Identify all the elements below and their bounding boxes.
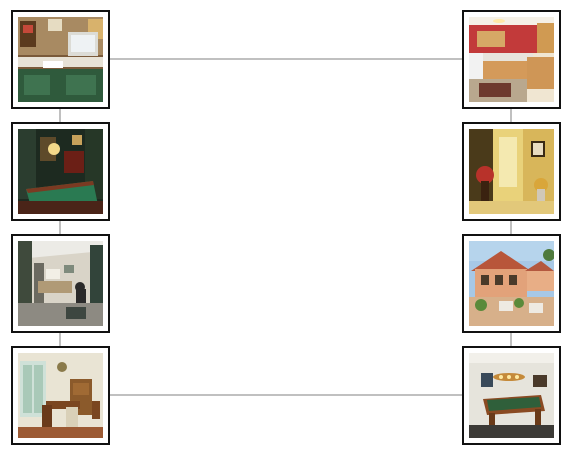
thumbnail-patio[interactable] (462, 234, 561, 333)
thumbnail-billiard-den[interactable] (11, 122, 110, 221)
thumbnail-game-room[interactable] (462, 346, 561, 445)
hallway-photo-icon (469, 129, 554, 214)
home-office-photo-icon (18, 17, 103, 102)
thumbnail-hallway[interactable] (462, 122, 561, 221)
dining-room-photo-icon (18, 353, 103, 438)
kitchen-photo-icon (469, 17, 554, 102)
thumbnail-office[interactable] (11, 10, 110, 109)
thumbnail-study[interactable] (11, 234, 110, 333)
patio-photo-icon (469, 241, 554, 326)
thumbnail-dining[interactable] (11, 346, 110, 445)
billiard-den-photo-icon (18, 129, 103, 214)
thumbnail-kitchen[interactable] (462, 10, 561, 109)
study-room-photo-icon (18, 241, 103, 326)
game-room-photo-icon (469, 353, 554, 438)
